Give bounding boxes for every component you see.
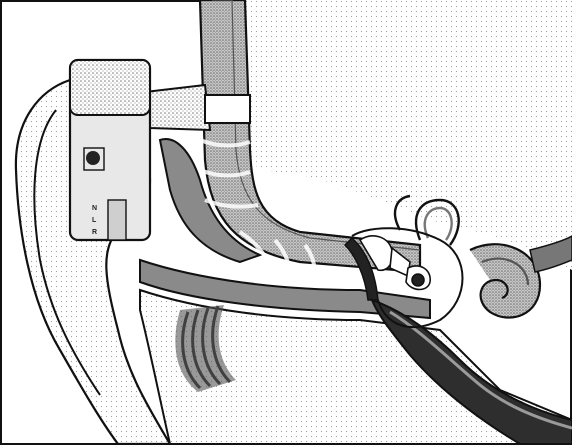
device-cap	[70, 60, 150, 115]
device-button	[86, 151, 100, 165]
device-switch	[108, 200, 126, 240]
device-label-r: R	[92, 229, 97, 236]
probe-tip	[145, 85, 210, 130]
device-label-l: L	[92, 217, 97, 224]
device-label-n: N	[92, 205, 97, 212]
probe-coupler	[205, 95, 250, 123]
